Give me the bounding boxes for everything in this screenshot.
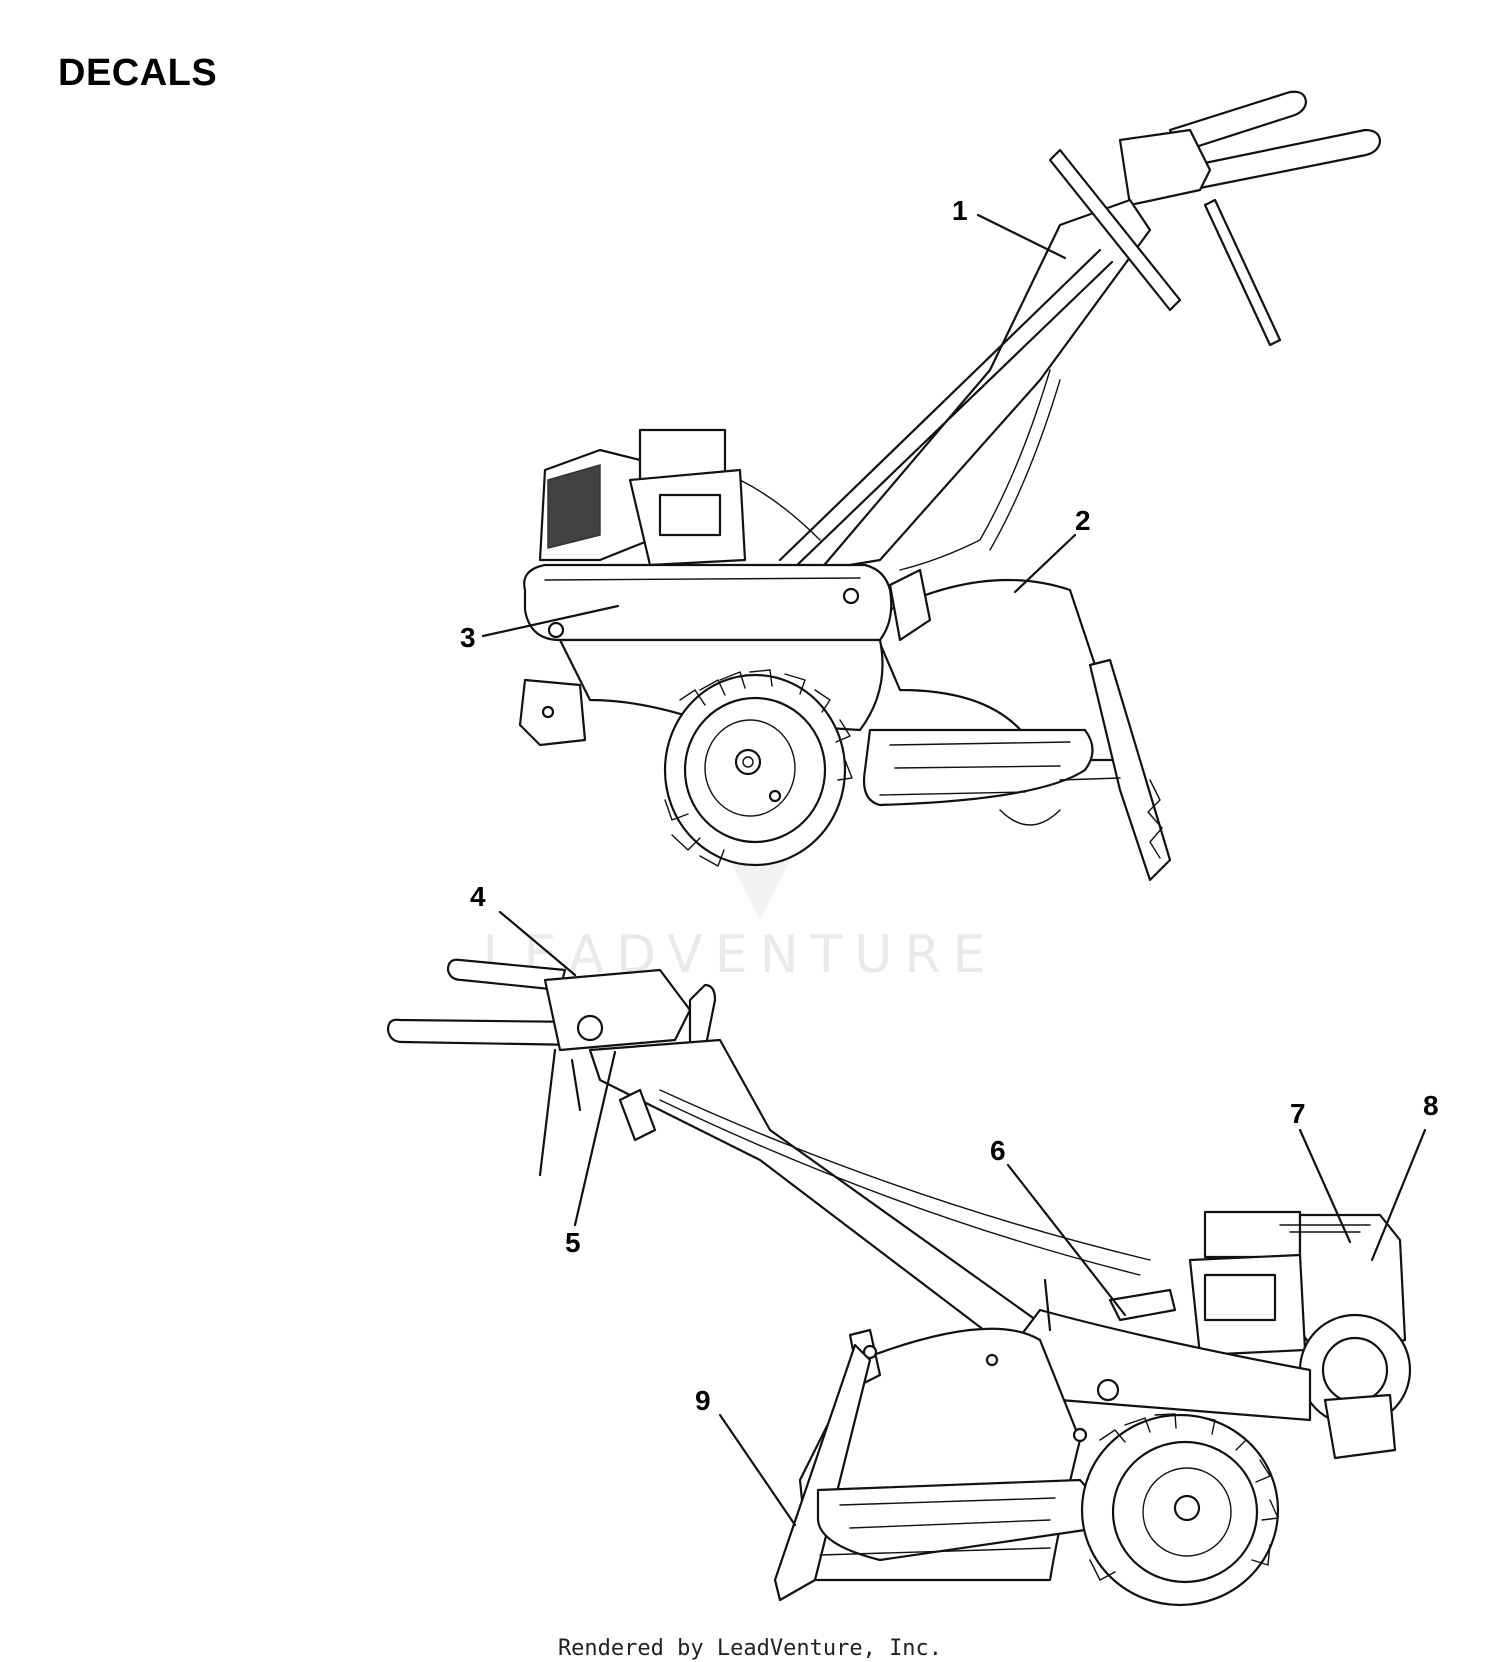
callout-3: 3 <box>460 622 476 653</box>
callout-leaders <box>481 213 1427 1527</box>
page-title: DECALS <box>58 52 218 94</box>
callout-8: 8 <box>1423 1090 1439 1121</box>
callout-4: 4 <box>470 881 486 912</box>
callout-7: 7 <box>1290 1098 1306 1129</box>
top-tiller-drawing <box>518 90 1382 882</box>
callout-6: 6 <box>990 1135 1006 1166</box>
footer-credit: Rendered by LeadVenture, Inc. <box>557 1636 943 1661</box>
callout-1: 1 <box>952 195 968 226</box>
callout-5: 5 <box>565 1227 581 1258</box>
watermark-text: LEADVENTURE <box>483 925 998 985</box>
callout-2: 2 <box>1075 505 1091 536</box>
bottom-tiller-drawing <box>386 958 1412 1607</box>
callout-9: 9 <box>695 1385 711 1416</box>
